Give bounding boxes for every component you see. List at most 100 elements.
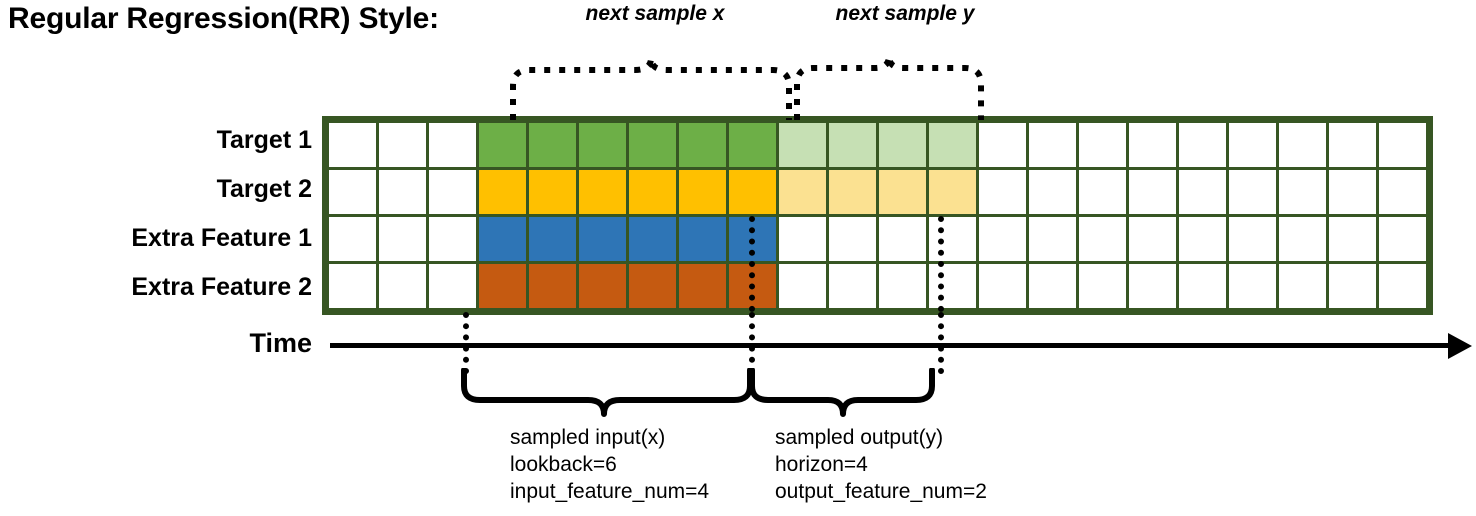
grid-cell xyxy=(1076,167,1129,217)
time-axis-arrow-icon xyxy=(1448,333,1472,359)
grid-cell xyxy=(426,261,479,311)
grid-cell xyxy=(326,214,379,264)
guide-line-output-end xyxy=(938,312,944,374)
grid-cell xyxy=(1276,214,1329,264)
grid-cell xyxy=(776,261,829,311)
grid-cell xyxy=(1126,167,1179,217)
grid-cell xyxy=(1326,120,1379,170)
grid-cell xyxy=(526,261,579,311)
grid-cell xyxy=(1176,261,1229,311)
grid-cell xyxy=(1076,120,1129,170)
grid-cell xyxy=(1226,120,1279,170)
grid-cell xyxy=(476,120,529,170)
grid-cell xyxy=(726,120,779,170)
grid-cell xyxy=(326,261,379,311)
annotation-sampled-input: sampled input(x) lookback=6 input_featur… xyxy=(510,424,709,505)
grid-cell xyxy=(576,167,629,217)
grid-cell xyxy=(526,167,579,217)
annotation-sampled-output-line2: horizon=4 xyxy=(775,453,868,476)
label-next-sample-y: next sample y xyxy=(835,2,975,25)
grid-cell xyxy=(576,214,629,264)
grid-cell xyxy=(376,214,429,264)
grid-cell xyxy=(476,214,529,264)
grid-cell xyxy=(826,214,879,264)
grid-cell xyxy=(1126,120,1179,170)
grid-cell xyxy=(876,261,929,311)
grid-cell xyxy=(526,120,579,170)
grid-cell xyxy=(776,120,829,170)
grid-cell xyxy=(626,214,679,264)
grid-cell xyxy=(1076,261,1129,311)
annotation-sampled-input-line1: sampled input(x) xyxy=(510,426,666,449)
grid-cell xyxy=(376,167,429,217)
grid-cell xyxy=(976,214,1029,264)
grid-cell xyxy=(1176,167,1229,217)
grid-cell xyxy=(826,261,879,311)
guide-line-input-start xyxy=(463,312,469,374)
grid-cell xyxy=(726,167,779,217)
top-brace-next-sample-y xyxy=(794,55,984,120)
grid-cell xyxy=(576,261,629,311)
grid-cell xyxy=(776,214,829,264)
grid-cell xyxy=(926,214,979,264)
grid-cell xyxy=(1376,167,1429,217)
grid-cell xyxy=(1326,214,1379,264)
grid-cell xyxy=(976,167,1029,217)
bottom-brace-sampled-output xyxy=(749,368,935,417)
grid-cell xyxy=(976,261,1029,311)
grid-cell xyxy=(1076,214,1129,264)
grid-cell xyxy=(1126,261,1179,311)
top-brace-next-sample-x xyxy=(510,57,792,120)
grid-cell xyxy=(1276,167,1329,217)
grid-cell xyxy=(976,120,1029,170)
label-next-sample-x: next sample x xyxy=(585,2,725,25)
grid-cell xyxy=(1026,214,1079,264)
grid-row-target-2 xyxy=(326,167,1429,217)
page-title: Regular Regression(RR) Style: xyxy=(8,2,439,35)
grid-cell xyxy=(1326,167,1379,217)
grid-cell xyxy=(1176,120,1229,170)
grid-cell xyxy=(376,120,429,170)
grid-cell xyxy=(876,214,929,264)
grid-cell xyxy=(1376,261,1429,311)
annotation-sampled-input-line3: input_feature_num=4 xyxy=(510,480,710,503)
grid-cell xyxy=(676,167,729,217)
time-axis-line xyxy=(330,343,1460,348)
grid-cell xyxy=(1226,214,1279,264)
grid-cell xyxy=(676,214,729,264)
grid-cell xyxy=(576,120,629,170)
grid-cell xyxy=(1026,120,1079,170)
grid-cell xyxy=(876,120,929,170)
grid-cell xyxy=(326,120,379,170)
grid-cell xyxy=(1276,261,1329,311)
row-label-target-1: Target 1 xyxy=(216,126,312,154)
grid-cell xyxy=(426,120,479,170)
grid-cell xyxy=(476,167,529,217)
grid-row-target-1 xyxy=(326,120,1429,170)
row-label-target-2: Target 2 xyxy=(216,175,312,203)
grid-row-extra-feature-2 xyxy=(326,261,1429,311)
grid-cell xyxy=(926,120,979,170)
timeline-grid xyxy=(322,116,1433,315)
guide-line-target-cutoff xyxy=(938,216,944,312)
grid-cell xyxy=(426,214,479,264)
grid-cell xyxy=(1026,167,1079,217)
grid-cell xyxy=(926,167,979,217)
grid-cell xyxy=(1276,120,1329,170)
annotation-sampled-input-line2: lookback=6 xyxy=(510,453,617,476)
grid-cell xyxy=(526,214,579,264)
grid-cell xyxy=(826,120,879,170)
guide-line-feature-cutoff xyxy=(749,216,755,312)
row-label-extra-feature-2: Extra Feature 2 xyxy=(131,273,312,301)
grid-cell xyxy=(1376,214,1429,264)
grid-cell xyxy=(1326,261,1379,311)
grid-cell xyxy=(626,167,679,217)
grid-row-extra-feature-1 xyxy=(326,214,1429,264)
grid-cell xyxy=(626,120,679,170)
grid-cell xyxy=(476,261,529,311)
annotation-sampled-output: sampled output(y) horizon=4 output_featu… xyxy=(775,424,987,505)
grid-cell xyxy=(626,261,679,311)
grid-cell xyxy=(1126,214,1179,264)
annotation-sampled-output-line3: output_feature_num=2 xyxy=(775,480,987,503)
